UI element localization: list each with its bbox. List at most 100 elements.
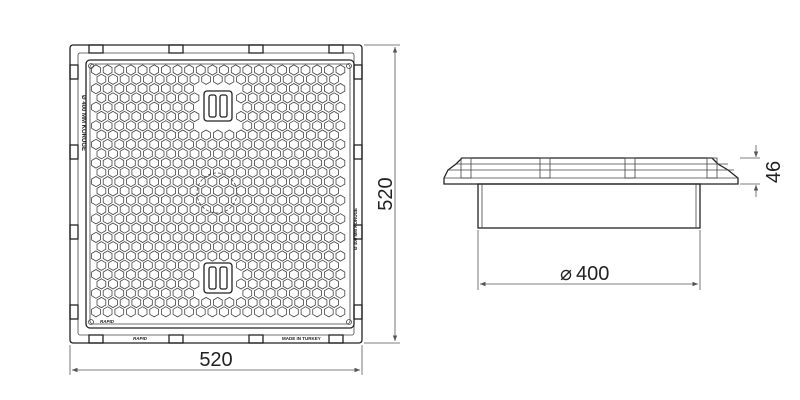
hex-cell [277,120,288,132]
hex-cell [119,241,130,253]
hex-cell [294,296,305,309]
hex-cell [184,83,194,95]
hex-cell [312,120,322,132]
hex-cell [265,250,276,262]
cover-plate [85,59,355,329]
hex-cell [265,83,276,95]
hex-cell [195,64,206,76]
hex-cell [282,203,293,216]
hex-cell [271,110,281,123]
frame-tab [353,64,363,80]
hex-cell [166,110,177,123]
hex-cell [207,64,218,76]
hex-cell [137,157,148,169]
hex-cell [91,101,101,113]
hex-cell [189,129,200,141]
hex-cell [312,176,322,188]
corner-screw-bl [88,319,94,325]
hex-cell [154,278,165,290]
hex-cell [137,101,148,113]
hex-cell [329,222,339,234]
hex-cell [91,231,101,243]
hex-cell [289,64,299,76]
hex-cell [177,166,188,178]
width-dimension-label: 520 [199,349,232,371]
flange-rib [460,157,472,179]
hex-cell [242,138,253,150]
hex-cell [259,148,270,160]
hex-cell [306,110,316,123]
hex-cell [137,83,148,95]
frame-tab [69,224,79,240]
hex-cell [335,231,346,243]
hex-cell [265,194,276,206]
hex-cell [189,166,200,178]
hex-cell [114,306,125,318]
hex-cell [184,157,194,169]
hex-cell [219,194,229,206]
hex-cell [236,222,246,234]
width-dimension: 520 [69,345,363,375]
hex-cell [149,101,160,113]
hex-cell [242,83,253,95]
hex-cell [306,259,316,271]
hex-cell [131,241,142,253]
hex-cell [224,203,235,216]
hex-cell [317,73,328,85]
hex-cell [294,73,305,85]
hex-cell [137,306,148,318]
hex-cell [219,157,229,169]
hex-cell [212,129,223,141]
hex-cell [91,306,101,318]
hex-cell [114,138,125,150]
hex-cell [166,259,177,271]
hex-cell [329,92,339,104]
hex-cell [289,120,299,132]
hex-cell [160,64,171,76]
hex-cell [160,306,171,318]
hex-cell [96,166,107,178]
hex-cell [189,241,200,253]
hex-cell [219,176,229,188]
frame-tab [168,44,184,54]
hex-cell [126,194,136,206]
hex-cell [329,110,339,123]
hex-cell [271,166,281,178]
hex-cell [271,278,281,290]
hex-cell [242,231,253,243]
hex-cell [289,157,299,169]
hex-cell [282,92,293,104]
hex-cell [282,110,293,123]
hex-cell [312,287,322,299]
hex-cell [137,213,148,225]
frame-tab [168,334,184,344]
diameter-dimension-label: 400 [576,263,609,285]
hex-cell [306,92,316,104]
frame-tab [353,144,363,160]
logo-left: RAPID [100,319,115,324]
hex-cell [119,92,130,104]
hex-cell [224,222,235,234]
hex-cell [242,287,253,299]
hex-cell [154,148,165,160]
hex-cell [335,176,346,188]
hex-cell [323,157,334,169]
hex-cell [335,194,346,206]
hex-cell [265,176,276,188]
hex-cell [312,194,322,206]
hex-cell [184,176,194,188]
hex-cell [271,129,281,141]
hex-cell [143,110,153,123]
hex-cell [254,83,264,95]
made-in-text: MADE IN TURKEY [282,336,321,341]
hex-cell [91,64,101,76]
hex-cell [265,157,276,169]
hex-cell [271,148,281,160]
hex-cell [172,120,183,132]
hex-cell [329,148,339,160]
hex-cell [236,241,246,253]
hex-cell [335,306,346,318]
hex-cell [259,92,270,104]
hex-cell [189,259,200,271]
hex-cell [265,120,276,132]
